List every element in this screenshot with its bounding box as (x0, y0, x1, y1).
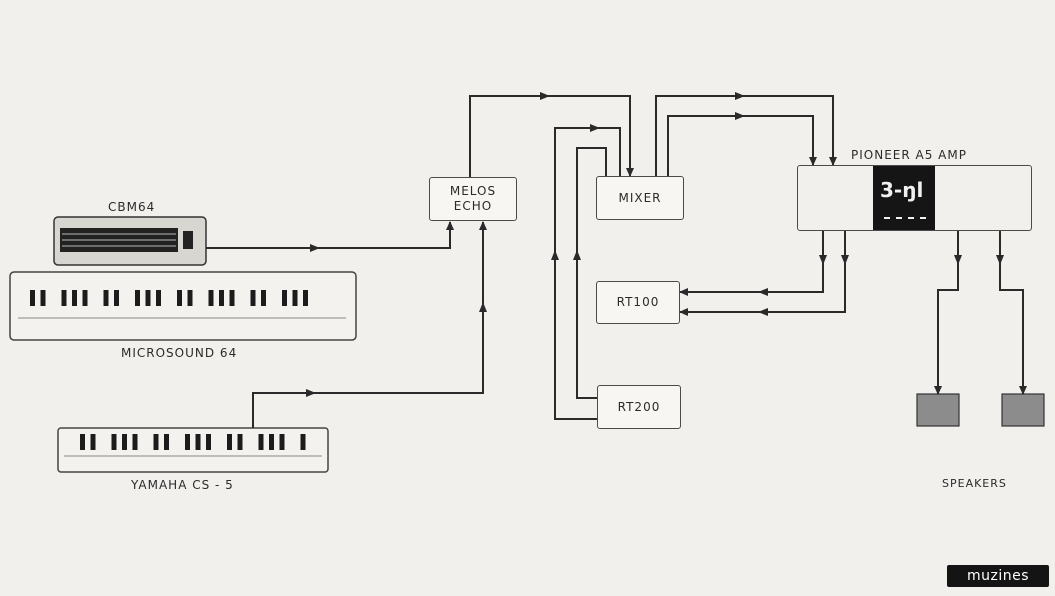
rt200-unit: RT200 (597, 385, 681, 429)
microsound-black-key (145, 290, 151, 306)
melos-echo-label-line1: MELOS (449, 184, 497, 198)
speakers-label: SPEAKERS (942, 477, 1007, 490)
yamaha-black-key (90, 434, 96, 450)
wire-mixer-rt200-loop-inner (576, 147, 607, 399)
yamaha-black-key (269, 434, 274, 450)
microsound-black-key (292, 290, 298, 306)
speaker-left (916, 393, 960, 427)
microsound-black-key (61, 290, 67, 306)
amp-label: PIONEER A5 AMP (851, 148, 967, 162)
yamaha-black-key (122, 434, 127, 450)
microsound-black-key (114, 290, 119, 306)
microsound-keyboard (9, 271, 357, 341)
rt200-label: RT200 (617, 399, 661, 414)
microsound-black-key (229, 290, 235, 306)
microsound-black-key (135, 290, 140, 306)
yamaha-keyboard (57, 427, 329, 473)
microsound-black-key (261, 290, 266, 306)
yamaha-black-key (153, 434, 159, 450)
yamaha-black-key (195, 434, 201, 450)
signal-wiring (206, 95, 1027, 428)
microsound-black-key (282, 290, 287, 306)
yamaha-label: YAMAHA CS - 5 (131, 478, 234, 492)
wire-mixer-to-amp-left (655, 95, 837, 176)
yamaha-black-key (80, 434, 85, 450)
microsound-black-key (208, 290, 214, 306)
microsound-black-key (219, 290, 224, 306)
logo-text: muzines (966, 568, 1030, 584)
yamaha-black-key (164, 434, 169, 450)
yamaha-black-key (237, 434, 243, 450)
amplifier-unit (797, 165, 1032, 231)
melos-echo-label-line2: ECHO (453, 199, 493, 213)
microsound-black-key (250, 290, 256, 306)
microsound-black-key (156, 290, 161, 306)
mixer-label: MIXER (618, 190, 662, 205)
melos-echo-unit: MELOS ECHO (429, 177, 517, 221)
yamaha-black-key (111, 434, 117, 450)
microsound-black-key (30, 290, 35, 306)
wire-amp-to-rt100-b (679, 231, 846, 316)
microsound-black-key (303, 290, 308, 306)
yamaha-black-key (185, 434, 190, 450)
cbm64-label: CBM64 (108, 200, 156, 214)
amp-display-panel: 3-ŋl (873, 166, 935, 230)
microsound-label: MICROSOUND 64 (121, 346, 238, 360)
microsound-black-key (72, 290, 77, 306)
wire-amp-to-rt100-a (679, 231, 824, 296)
muzines-logo: muzines (947, 565, 1049, 587)
microsound-black-key (177, 290, 182, 306)
rt100-label: RT100 (616, 295, 660, 309)
wire-cbm64-to-melos (206, 221, 454, 249)
yamaha-black-key (227, 434, 232, 450)
wire-mixer-rt200-loop-outer (554, 127, 621, 420)
yamaha-black-key (279, 434, 285, 450)
mixer-unit: MIXER (596, 176, 684, 220)
svg-text:3-ŋl: 3-ŋl (880, 178, 923, 202)
rt100-unit: RT100 (596, 281, 680, 324)
yamaha-black-key (300, 434, 306, 450)
yamaha-black-key (258, 434, 264, 450)
microsound-black-key (103, 290, 109, 306)
yamaha-black-key (132, 434, 138, 450)
microsound-black-key (187, 290, 193, 306)
speaker-right (1001, 393, 1045, 427)
cbm64-computer (53, 216, 207, 266)
microsound-black-key (40, 290, 46, 306)
yamaha-black-key (206, 434, 211, 450)
microsound-black-key (82, 290, 88, 306)
wire-mixer-to-amp-right (667, 115, 817, 176)
